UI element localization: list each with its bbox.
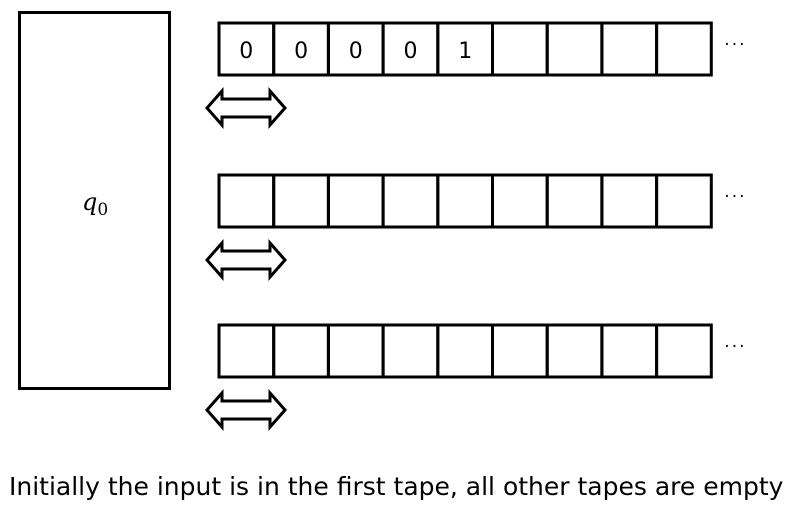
tape-cell bbox=[272, 173, 330, 229]
finite-control: q0 bbox=[18, 11, 171, 390]
tape-cell bbox=[545, 173, 604, 229]
tape-cell-symbol: 0 bbox=[349, 39, 363, 64]
state-subscript: 0 bbox=[97, 200, 108, 220]
tape-cell bbox=[217, 173, 276, 229]
tape-3: ··· bbox=[204, 323, 746, 431]
tape-2: ··· bbox=[204, 173, 746, 281]
state-base: q bbox=[82, 188, 97, 216]
tape-continuation: ··· bbox=[724, 187, 746, 207]
tape-cell bbox=[655, 173, 713, 229]
tape-cell bbox=[655, 21, 713, 77]
tape-head-arrow bbox=[204, 87, 288, 129]
tape-cell bbox=[436, 173, 494, 229]
tape-cell bbox=[545, 323, 604, 379]
tape-continuation: ··· bbox=[724, 337, 746, 357]
tape-cell bbox=[655, 323, 713, 379]
finite-control-box bbox=[18, 11, 171, 390]
tape-head-arrow bbox=[204, 389, 288, 431]
tape-cell bbox=[600, 21, 659, 77]
tape-1: 0 0 0 0 1 ··· bbox=[204, 21, 746, 129]
tape-cell bbox=[491, 323, 549, 379]
tape-cell-symbol: 0 bbox=[239, 39, 253, 64]
tape-cell-symbol: 1 bbox=[458, 39, 472, 64]
caption: Initially the input is in the first tape… bbox=[9, 472, 784, 501]
tape-cell bbox=[491, 173, 549, 229]
tape-head-arrow bbox=[204, 239, 288, 281]
tape-cell bbox=[272, 323, 330, 379]
tape-cell bbox=[326, 173, 385, 229]
tape-cell-symbol: 0 bbox=[294, 39, 308, 64]
tape-cell bbox=[381, 173, 440, 229]
tape-cell bbox=[326, 323, 385, 379]
tape-cell bbox=[436, 323, 494, 379]
tape-cell bbox=[545, 21, 604, 77]
tape-cell bbox=[381, 323, 440, 379]
tape-cell-symbol: 0 bbox=[404, 39, 418, 64]
tape-cell bbox=[600, 323, 659, 379]
state-label: q0 bbox=[82, 188, 108, 220]
tape-cell bbox=[217, 323, 276, 379]
tapes-group: 0 0 0 0 1 ··· ··· ··· bbox=[204, 21, 746, 431]
tape-continuation: ··· bbox=[724, 35, 746, 55]
tape-cell bbox=[491, 21, 549, 77]
tape-cell bbox=[600, 173, 659, 229]
